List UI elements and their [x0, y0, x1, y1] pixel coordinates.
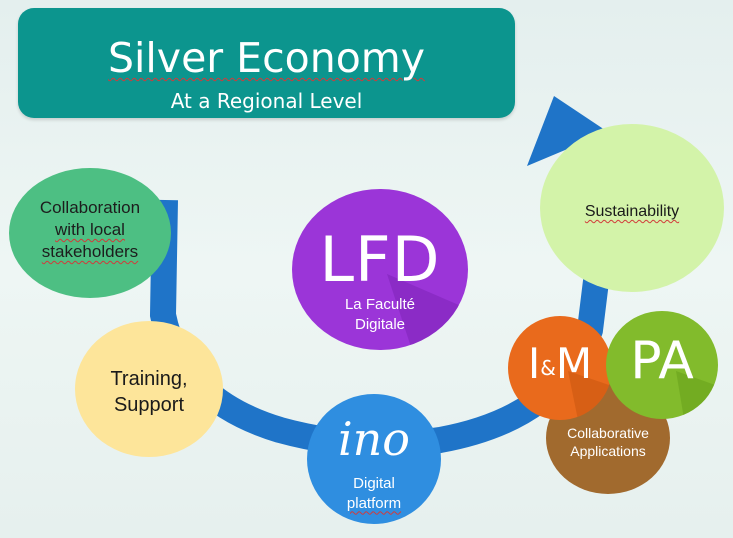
collaboration-node: Collaboration with local stakeholders — [9, 168, 171, 298]
im-ampersand: & — [540, 356, 556, 380]
collaborative-apps-line-2: Applications — [570, 443, 646, 460]
ino-line-2: platform — [346, 494, 402, 512]
lfd-logo: LFD — [319, 223, 441, 296]
arrow-head — [527, 96, 608, 166]
ino-node: ino Digital platform — [307, 394, 441, 524]
lfd-label: La Faculté Digitale — [292, 295, 468, 334]
training-label: Training, Support — [75, 366, 223, 418]
collaboration-label: Collaboration with local stakeholders — [9, 197, 171, 263]
training-line-2: Support — [113, 394, 185, 416]
im-logo: I&M — [508, 339, 612, 388]
im-letter-i: I — [527, 339, 541, 388]
sustainability-node: Sustainability — [540, 124, 724, 292]
collaboration-line-1: Collaboration — [39, 198, 141, 217]
collaboration-line-2: with local — [55, 220, 125, 240]
im-node: I&M — [508, 316, 612, 420]
collaboration-line-3: stakeholders — [41, 242, 139, 262]
pa-logo: PA — [630, 331, 694, 391]
training-node: Training, Support — [75, 321, 223, 457]
title-banner: Silver Economy At a Regional Level — [18, 8, 515, 118]
banner-title: Silver Economy — [108, 34, 425, 82]
lfd-node: LFD La Faculté Digitale — [292, 189, 468, 350]
ino-line-1: Digital — [353, 475, 395, 492]
pa-node: PA — [606, 311, 718, 419]
collaborative-apps-label: Collaborative Applications — [546, 424, 670, 460]
banner-subtitle: At a Regional Level — [170, 89, 363, 113]
im-letter-m: M — [555, 339, 593, 388]
ino-label: Digital platform — [307, 474, 441, 513]
training-line-1: Training, — [110, 368, 188, 390]
ino-logo: ino — [337, 412, 411, 466]
sustainability-label: Sustainability — [540, 202, 724, 223]
lfd-line-2: Digitale — [354, 315, 406, 333]
collaborative-apps-line-1: Collaborative — [567, 425, 649, 441]
sustainability-text: Sustainability — [584, 203, 680, 220]
lfd-line-1: La Faculté — [344, 296, 416, 313]
